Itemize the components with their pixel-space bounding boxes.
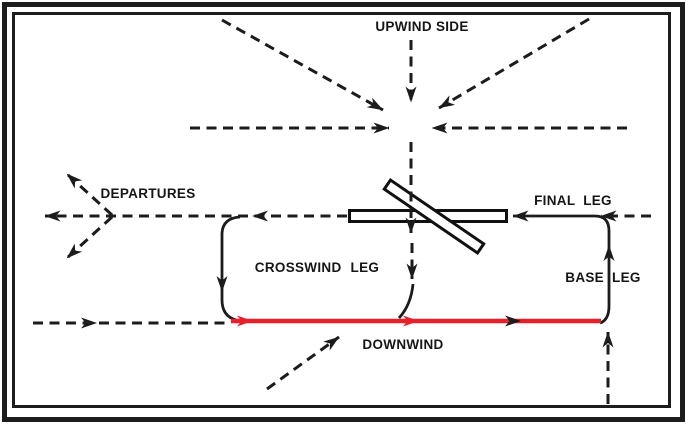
downwind-45-entry-arrow bbox=[266, 335, 340, 391]
crosswind-leg-line bbox=[220, 215, 241, 322]
midline-arrowheads bbox=[81, 210, 615, 329]
downwind-mid-red-arrowhead bbox=[403, 315, 419, 327]
label-base-leg: BASE LEG bbox=[565, 270, 640, 285]
entry-arrow-northeast bbox=[438, 17, 590, 110]
base-up-arrowhead bbox=[603, 245, 615, 261]
departure-fork-up-arrow bbox=[65, 172, 114, 217]
pattern-leg-group bbox=[220, 210, 611, 325]
downwind-start-red-arrowhead bbox=[237, 315, 253, 327]
base-and-final-leg-line bbox=[512, 210, 611, 325]
outer-frame bbox=[2, 2, 685, 422]
runway-downwind-hook-line bbox=[397, 283, 415, 319]
downwind-entry-mid-arrowhead bbox=[81, 317, 97, 329]
centerline-mid-arrowhead bbox=[252, 210, 268, 222]
runway-icon bbox=[348, 177, 508, 256]
inner-frame bbox=[12, 12, 671, 408]
dashed-arrow-group bbox=[33, 17, 651, 404]
label-downwind: DOWNWIND bbox=[362, 337, 443, 352]
diagram-labels: UPWIND SIDE DEPARTURES FINAL LEG CROSSWI… bbox=[100, 19, 640, 352]
label-upwind-side: UPWIND SIDE bbox=[375, 19, 468, 34]
downwind-black-arrowhead bbox=[505, 315, 521, 327]
label-crosswind-leg: CROSSWIND LEG bbox=[255, 260, 379, 275]
crosswind-down-arrowhead bbox=[216, 276, 228, 292]
departure-fork-down-arrow bbox=[65, 215, 114, 260]
runway-diagonal bbox=[382, 177, 486, 256]
entry-arrow-northwest bbox=[221, 18, 384, 112]
label-departures: DEPARTURES bbox=[100, 186, 195, 201]
label-final-leg: FINAL LEG bbox=[534, 193, 612, 208]
